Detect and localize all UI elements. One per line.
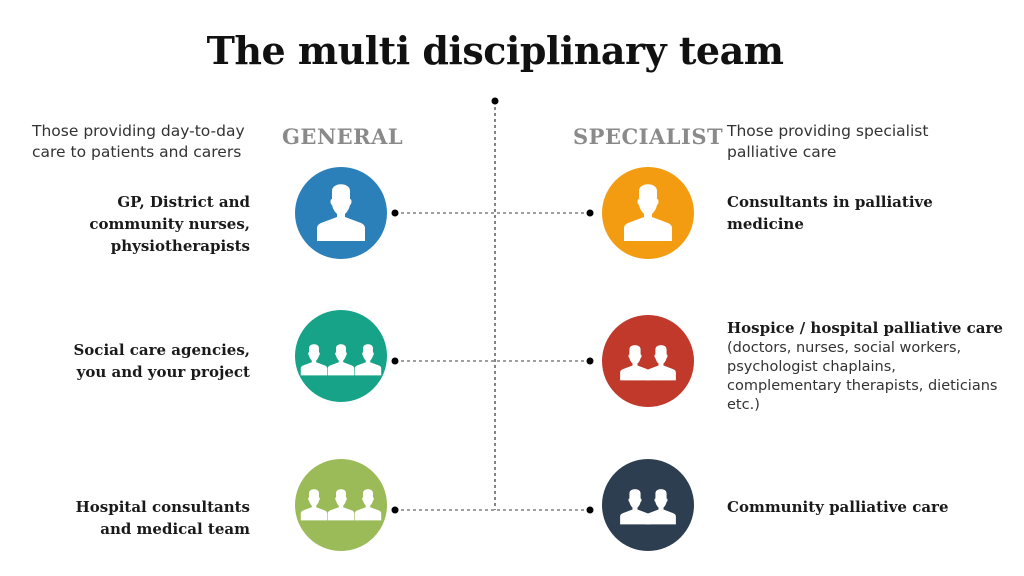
general-circle-2 (295, 310, 387, 402)
specialist-circle-2 (602, 315, 694, 407)
general-label-3: Hospital consultants and medical team (76, 496, 250, 540)
group-three-people-icon (300, 489, 382, 521)
specialist-circle-3 (602, 459, 694, 551)
specialist-description: Those providing specialist palliative ca… (727, 121, 928, 163)
label-line: and medical team (100, 520, 250, 538)
group-two-people-icon (620, 489, 676, 525)
label-sub-line: etc.) (727, 397, 760, 413)
single-person-icon (317, 184, 365, 241)
desc-line: palliative care (727, 143, 837, 161)
label-line: Community palliative care (727, 498, 949, 516)
label-line: Hospice / hospital palliative care (727, 319, 1003, 337)
label-line: Consultants in palliative (727, 193, 933, 211)
desc-line: care to patients and carers (32, 143, 242, 161)
label-sub-line: complementary therapists, dieticians (727, 378, 998, 394)
general-description: Those providing day-to-day care to patie… (32, 121, 245, 163)
label-line: Social care agencies, (73, 341, 250, 359)
label-line: you and your project (76, 363, 250, 381)
label-line: physiotherapists (110, 237, 250, 255)
specialist-label-3: Community palliative care (727, 496, 949, 518)
group-two-people-icon (620, 345, 676, 381)
label-line: GP, District and (117, 193, 250, 211)
label-line: Hospital consultants (75, 498, 250, 516)
general-circle-1 (295, 167, 387, 259)
general-label-2: Social care agencies, you and your proje… (73, 339, 250, 383)
general-heading: GENERAL (282, 124, 404, 149)
specialist-label-2: Hospice / hospital palliative care (doct… (727, 317, 1003, 415)
desc-line: Those providing specialist (727, 122, 929, 140)
page-title: The multi disciplinary team (206, 28, 784, 73)
label-line: medicine (727, 215, 804, 233)
general-label-1: GP, District and community nurses, physi… (89, 191, 250, 257)
general-circle-3 (295, 459, 387, 551)
divider-top-dot (491, 97, 499, 105)
label-sub-line: (doctors, nurses, social workers, (727, 340, 962, 356)
desc-line: Those providing day-to-day (32, 122, 245, 140)
specialist-heading: SPECIALIST (573, 124, 724, 149)
single-person-icon (624, 184, 672, 241)
specialist-label-1: Consultants in palliative medicine (727, 191, 933, 235)
label-line: community nurses, (89, 215, 250, 233)
group-three-people-icon (300, 344, 382, 376)
specialist-circle-1 (602, 167, 694, 259)
label-sub-line: psychologist chaplains, (727, 359, 896, 375)
